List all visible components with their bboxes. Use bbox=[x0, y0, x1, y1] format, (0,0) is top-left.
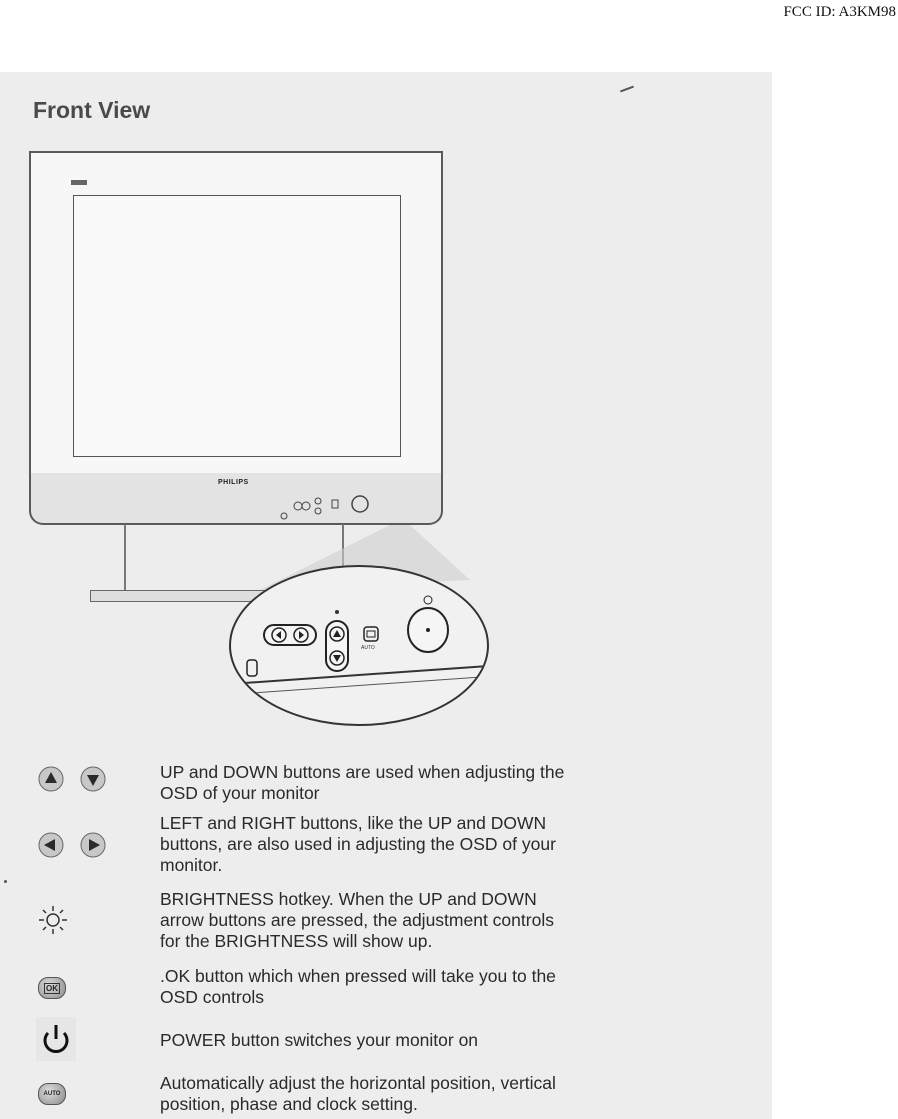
small-down-button bbox=[314, 507, 322, 515]
fcc-id: FCC ID: A3KM98 bbox=[783, 4, 896, 20]
ok-icon-label: OK bbox=[44, 982, 60, 994]
control-description-auto: Automatically adjust the horizontal posi… bbox=[160, 1073, 556, 1114]
small-left-button bbox=[293, 501, 303, 511]
bezel-buttons-small bbox=[280, 495, 369, 520]
zoom-buttons bbox=[246, 595, 449, 677]
monitor-bezel bbox=[29, 473, 443, 525]
monitor-illustration bbox=[29, 151, 443, 475]
zoom-auto-label: AUTO bbox=[361, 645, 375, 651]
control-description-up-down: UP and DOWN buttons are used when adjust… bbox=[160, 762, 565, 803]
brightness-icon bbox=[39, 906, 67, 934]
up-down-arrow-icon bbox=[38, 766, 106, 792]
zoom-right-button bbox=[293, 627, 309, 643]
zoom-up-down-button bbox=[325, 620, 349, 672]
monitor-screen bbox=[73, 195, 401, 457]
small-up-button bbox=[314, 497, 322, 505]
zoom-brightness-mark bbox=[335, 610, 339, 614]
auto-button-icon: AUTO bbox=[38, 1083, 66, 1105]
section-title: Front View bbox=[33, 97, 151, 123]
scan-dot bbox=[4, 880, 7, 883]
power-icon bbox=[36, 1017, 76, 1061]
zoom-down-button bbox=[329, 650, 345, 666]
ok-button-icon: OK bbox=[38, 977, 66, 999]
small-ok-button bbox=[331, 499, 339, 509]
zoom-power-mark bbox=[423, 595, 433, 605]
monitor-badge bbox=[71, 180, 87, 185]
zoom-left-button bbox=[271, 627, 287, 643]
small-power-button bbox=[351, 495, 369, 513]
auto-icon-label: AUTO bbox=[43, 1091, 61, 1097]
zoom-auto-button bbox=[246, 659, 258, 677]
small-right-button bbox=[301, 501, 311, 511]
left-right-arrow-icon bbox=[38, 832, 106, 858]
control-description-power: POWER button switches your monitor on bbox=[160, 1030, 479, 1050]
zoom-up-button bbox=[329, 626, 345, 642]
control-description-left-right: LEFT and RIGHT buttons, like the UP and … bbox=[160, 813, 556, 875]
small-auto-button bbox=[280, 512, 288, 520]
zoom-ok-button bbox=[363, 626, 379, 642]
control-description-ok: .OK button which when pressed will take … bbox=[160, 966, 556, 1007]
control-panel-zoom: AUTO bbox=[229, 565, 489, 726]
zoom-left-right-button bbox=[263, 624, 317, 646]
monitor-brand: PHILIPS bbox=[218, 479, 249, 486]
